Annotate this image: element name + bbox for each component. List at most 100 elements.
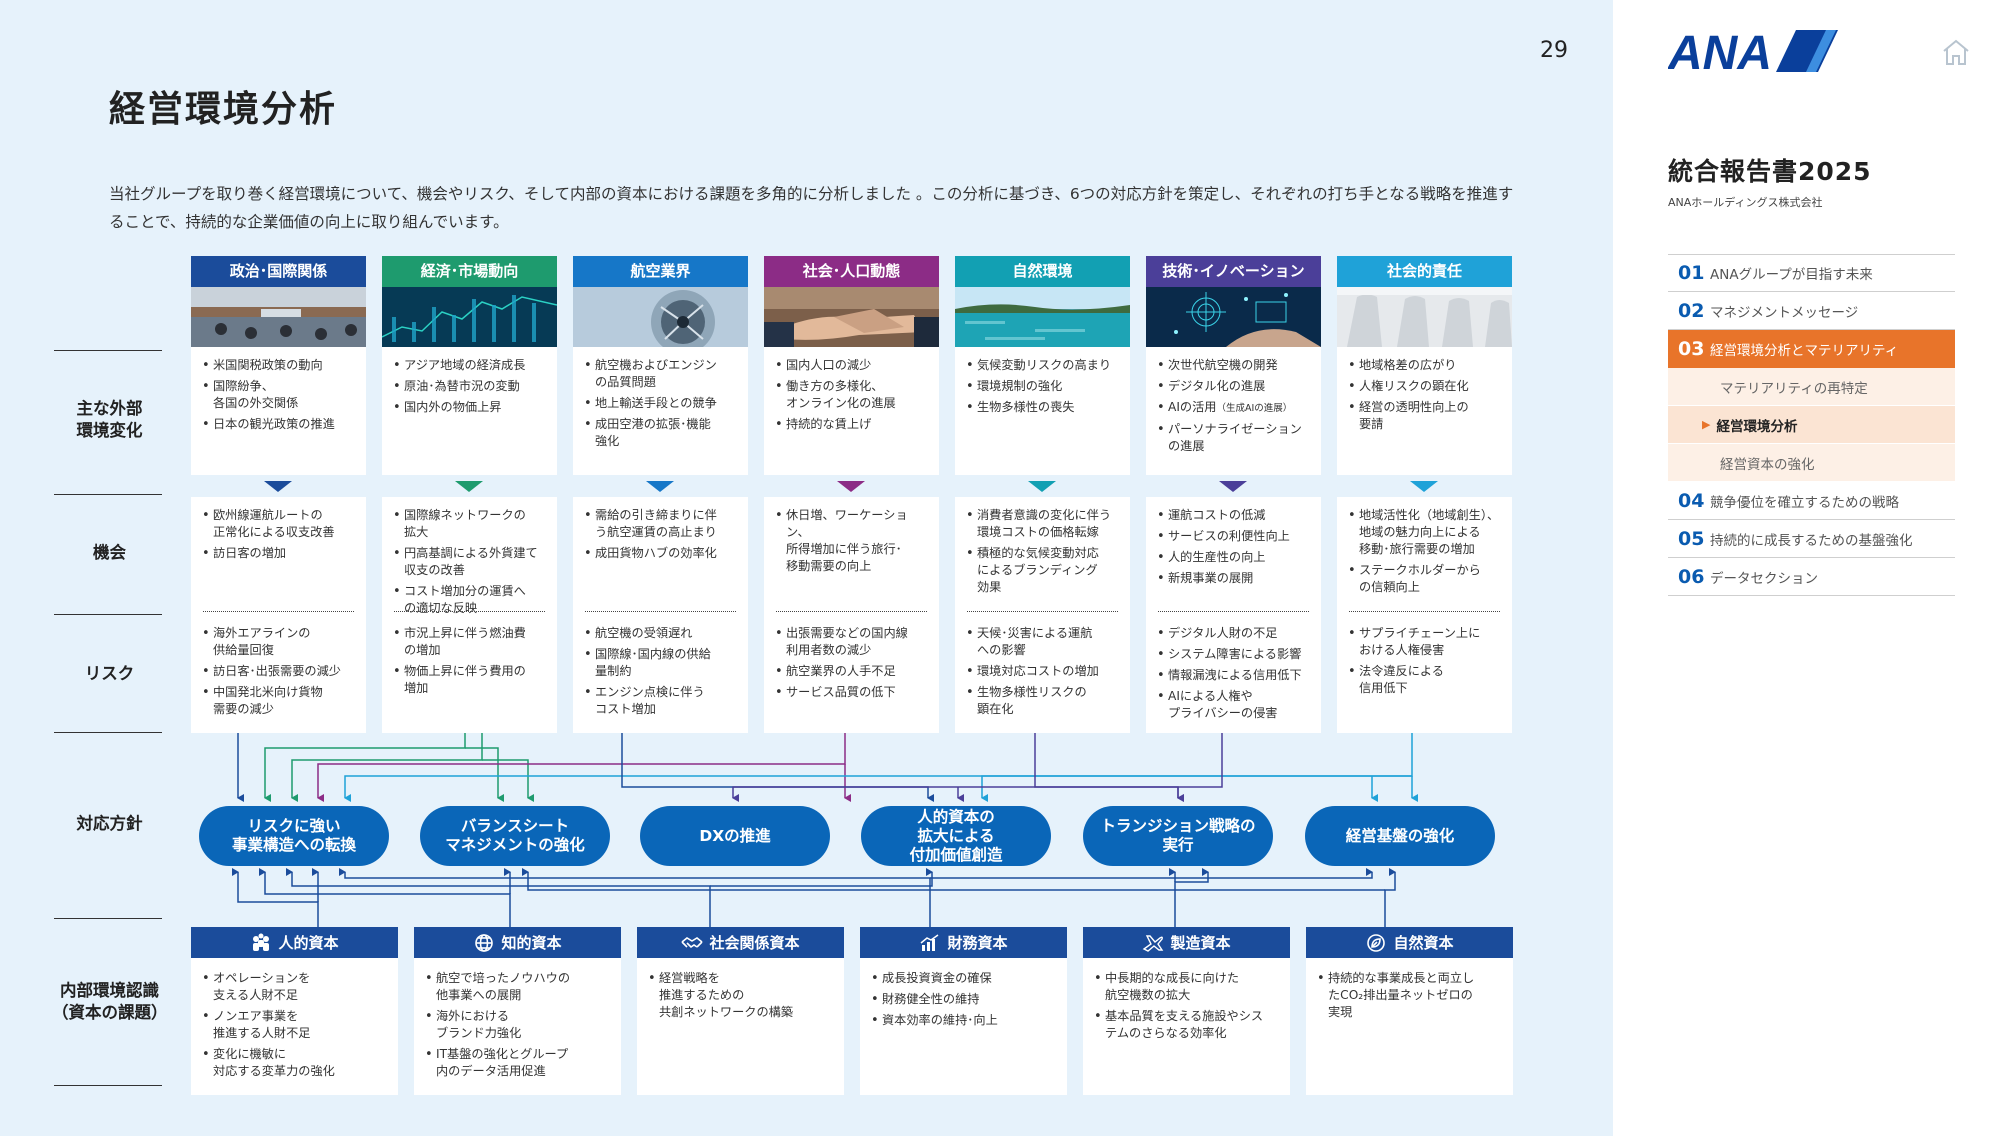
category-header: 社会的責任	[1337, 256, 1512, 287]
dotted-divider	[203, 611, 354, 612]
capital-header: 社会関係資本	[637, 927, 844, 958]
strategy-pill: トランジション戦略の 実行	[1083, 806, 1273, 866]
nav-sublabel: 経営資本の強化	[1720, 456, 1815, 473]
row-label-external: 主な外部 環境変化	[76, 399, 143, 440]
home-icon[interactable]	[1941, 38, 1971, 70]
capital-title: 自然資本	[1393, 934, 1454, 952]
nav-label: マネジメントメッセージ	[1710, 304, 1859, 321]
bullet-item: 航空で培ったノウハウの 他事業への展開	[424, 970, 611, 1004]
airplane-icon	[1143, 934, 1164, 952]
strategy-pill: 人的資本の 拡大による 付加価値創造	[861, 806, 1051, 866]
bullet-item: 基本品質を支える施設やシス テムのさらなる効率化	[1093, 1008, 1280, 1042]
bullet-item: 生物多様性の喪失	[965, 399, 1120, 416]
bullet-item: 中国発北米向け貨物 需要の減少	[201, 684, 361, 718]
nav-subitem[interactable]: 経営資本の強化	[1668, 444, 1955, 482]
page-number: 29	[1540, 38, 1568, 63]
down-arrow-icon	[455, 481, 483, 492]
bullet-item: 訪日客の増加	[201, 545, 356, 562]
bullet-item: エンジン点検に伴う コスト増加	[583, 684, 743, 718]
bullet-item: IT基盤の強化とグループ 内のデータ活用促進	[424, 1046, 611, 1080]
down-arrow-icon	[264, 481, 292, 492]
conference-hall-photo	[191, 287, 366, 347]
strategy-pill: DXの推進	[640, 806, 830, 866]
main-content: 29 経営環境分析 当社グループを取り巻く経営環境について、機会やリスク、そして…	[0, 0, 1613, 1136]
dotted-divider	[394, 611, 545, 612]
bullet-item: サプライチェーン上に おける人権侵害	[1347, 625, 1507, 659]
bullet-item: 持続的な賃上げ	[774, 416, 929, 433]
bullet-item: 中長期的な成長に向けた 航空機数の拡大	[1093, 970, 1280, 1004]
dotted-divider	[776, 611, 927, 612]
down-arrow-icon	[1219, 481, 1247, 492]
stock-chart-photo	[382, 287, 557, 347]
external-change-card: 米国関税政策の動向国際紛争、 各国の外交関係日本の観光政策の推進	[191, 347, 366, 475]
bullet-item: 成長投資資金の確保	[870, 970, 1057, 987]
bullet-item: サービス品質の低下	[774, 684, 934, 701]
external-change-card: 地域格差の広がり人権リスクの顕在化経営の透明性向上の 要請	[1337, 347, 1512, 475]
external-change-card: 次世代航空機の開発デジタル化の進展AIの活用（生成AIの進展）パーソナライゼーシ…	[1146, 347, 1321, 475]
bullet-item: 需給の引き締まりに伴 う航空運賃の高止まり	[583, 507, 738, 541]
nav-label: データセクション	[1710, 570, 1818, 587]
strategy-pill: 経営基盤の強化	[1305, 806, 1495, 866]
bullet-item: 原油･為替市況の変動	[392, 378, 547, 395]
bullet-item: AIによる人権や プライバシーの侵害	[1156, 688, 1316, 722]
capital-header: 人的資本	[191, 927, 398, 958]
bullet-item: AIの活用（生成AIの進展）	[1156, 399, 1311, 417]
bullet-item: 地域活性化（地域創生）、 地域の魅力向上による 移動･旅行需要の増加	[1347, 507, 1502, 558]
bullet-item: アジア地域の経済成長	[392, 357, 547, 374]
capital-issues-card: 航空で培ったノウハウの 他事業への展開海外における ブランド力強化IT基盤の強化…	[414, 958, 621, 1095]
bullet-item: 地域格差の広がり	[1347, 357, 1502, 374]
ana-logo[interactable]: ANA	[1667, 27, 1838, 80]
nav-sublabel: 経営環境分析	[1716, 418, 1798, 435]
row-label-opportunity: 機会	[93, 543, 126, 562]
leaf-circle-icon	[1367, 933, 1386, 952]
bullet-item: 経営の透明性向上の 要請	[1347, 399, 1502, 433]
bullet-item: 消費者意識の変化に伴う 環境コストの価格転嫁	[965, 507, 1120, 541]
bullet-item: 訪日客･出張需要の減少	[201, 663, 361, 680]
opportunity-risk-card: 消費者意識の変化に伴う 環境コストの価格転嫁積極的な気候変動対応 によるブランデ…	[955, 497, 1130, 733]
nav-subitem[interactable]: ▶経営環境分析	[1668, 406, 1955, 444]
nav-number: 05	[1678, 527, 1705, 550]
bullet-item: 日本の観光政策の推進	[201, 416, 356, 433]
nav-subitem[interactable]: マテリアリティの再特定	[1668, 368, 1955, 406]
capital-header: 製造資本	[1083, 927, 1290, 958]
row-label-risk: リスク	[84, 664, 135, 683]
category-header: 社会･人口動態	[764, 256, 939, 287]
capital-column: 財務資本成長投資資金の確保財務健全性の維持資本効率の維持･向上	[860, 927, 1067, 1095]
row-divider	[54, 1085, 162, 1086]
bullet-item: 次世代航空機の開発	[1156, 357, 1311, 374]
jet-engine-photo	[573, 287, 748, 347]
category-header: 自然環境	[955, 256, 1130, 287]
bullet-item: 資本効率の維持･向上	[870, 1012, 1057, 1029]
capital-column: 自然資本持続的な事業成長と両立し たCO₂排出量ネットゼロの 実現	[1306, 927, 1513, 1095]
bullet-item: 生物多様性リスクの 顕在化	[965, 684, 1125, 718]
bullet-item: パーソナライゼーション の進展	[1156, 421, 1311, 455]
capital-issues-card: 成長投資資金の確保財務健全性の維持資本効率の維持･向上	[860, 958, 1067, 1095]
bullet-item: 新規事業の展開	[1156, 570, 1311, 587]
external-change-card: 気候変動リスクの高まり環境規制の強化生物多様性の喪失	[955, 347, 1130, 475]
capital-title: 知的資本	[501, 934, 562, 952]
nav-number: 02	[1678, 299, 1705, 322]
bullet-item: 運航コストの低減	[1156, 507, 1311, 524]
nav-item-02[interactable]: 02 マネジメントメッセージ	[1668, 292, 1955, 330]
bullet-item: 法令違反による 信用低下	[1347, 663, 1507, 697]
capital-title: 製造資本	[1170, 934, 1231, 952]
bullet-item: 経営戦略を 推進するための 共創ネットワークの構築	[647, 970, 834, 1021]
external-change-card: 国内人口の減少働き方の多様化、 オンライン化の進展持続的な賃上げ	[764, 347, 939, 475]
bullet-item: 国際紛争、 各国の外交関係	[201, 378, 356, 412]
bullet-item: 海外エアラインの 供給量回復	[201, 625, 361, 659]
bullet-item: 円高基調による外貨建て 収支の改善	[392, 545, 547, 579]
bullet-item: 天候･災害による運航 への影響	[965, 625, 1125, 659]
bullet-item: 変化に機敏に 対応する変革力の強化	[201, 1046, 388, 1080]
bullet-item: 成田貨物ハブの効率化	[583, 545, 738, 562]
bullet-item: 国際線･国内線の供給 量制約	[583, 646, 743, 680]
globe-icon	[475, 933, 494, 952]
capital-title: 社会関係資本	[709, 934, 800, 952]
bullet-item: 国際線ネットワークの 拡大	[392, 507, 547, 541]
category-header: 経済･市場動向	[382, 256, 557, 287]
bullet-item: 情報漏洩による信用低下	[1156, 667, 1316, 684]
